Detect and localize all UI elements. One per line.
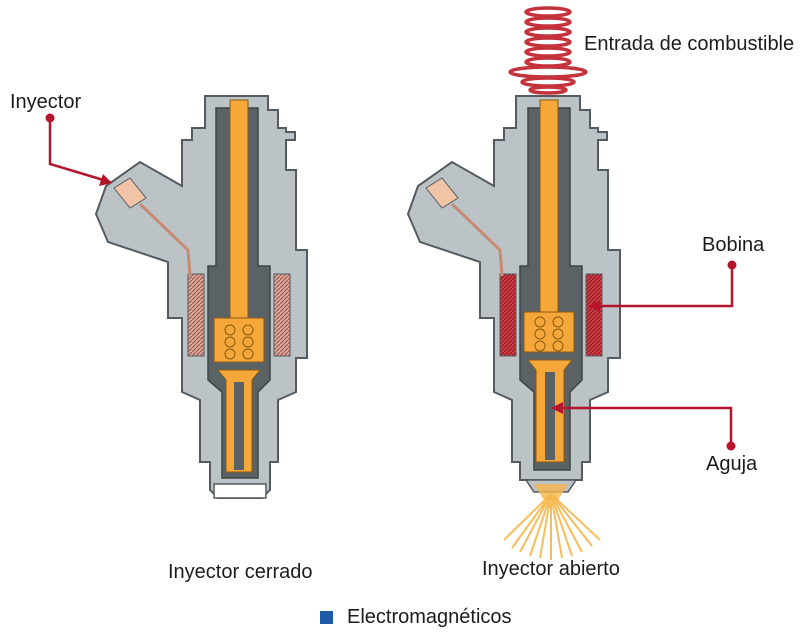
- injector-pointer-arrow: [99, 174, 112, 186]
- closed-injector-label: Inyector cerrado: [168, 561, 313, 583]
- square-bullet-icon: [320, 610, 333, 624]
- open-connector-terminal: [425, 177, 459, 209]
- open-coil-left: [499, 273, 517, 357]
- coil-pointer-arrow: [588, 300, 600, 312]
- open-fuel-channel: [539, 99, 559, 313]
- open-armature: [523, 311, 575, 353]
- legend: Electromagnéticos: [320, 605, 512, 629]
- needle-label: Aguja: [706, 453, 758, 475]
- closed-armature: [213, 317, 265, 363]
- legend-text: Electromagnéticos: [347, 605, 512, 628]
- closed-coil-left: [187, 273, 205, 357]
- needle-pointer: [555, 406, 733, 446]
- closed-injector: [94, 95, 308, 499]
- needle-pointer-arrow: [551, 402, 563, 414]
- pointer-dots: [45, 113, 737, 451]
- fuel-inlet-label: Entrada de combustible: [584, 33, 794, 55]
- closed-connector-terminal: [113, 177, 147, 209]
- open-coil-right: [585, 273, 603, 357]
- injector-pointer-dot: [45, 113, 55, 123]
- closed-spring: [224, 324, 254, 360]
- coil-pointer-dot: [727, 260, 737, 270]
- open-spring: [534, 316, 564, 352]
- open-injector: [406, 6, 621, 560]
- injector-pointer: [48, 118, 111, 184]
- open-injector-label: Inyector abierto: [482, 558, 620, 580]
- closed-coil-right: [273, 273, 291, 357]
- needle-pointer-dot: [726, 441, 736, 451]
- coil-pointer: [592, 266, 734, 308]
- fuel-spray-icon: [503, 493, 601, 560]
- pointer-lines: [48, 118, 734, 446]
- injector-label: Inyector: [10, 91, 81, 113]
- coil-label: Bobina: [702, 234, 765, 256]
- fuel-inlet-spiral-icon: [508, 6, 588, 95]
- closed-fuel-channel: [229, 99, 249, 321]
